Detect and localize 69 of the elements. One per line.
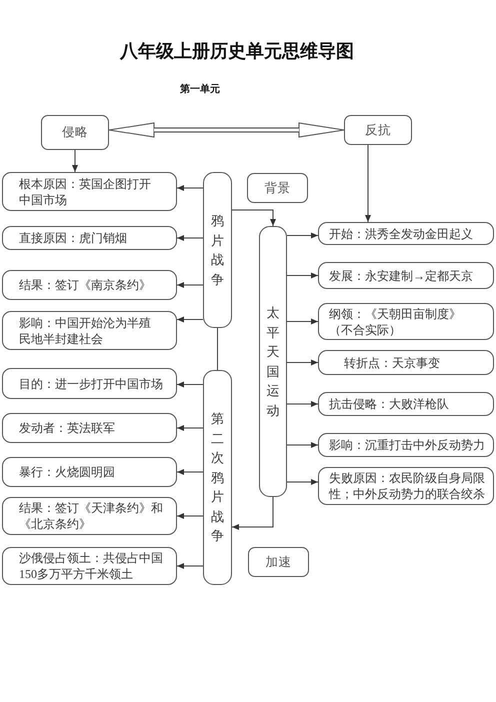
arrow [72,150,78,172]
arrow [176,425,204,431]
arrow [176,282,204,288]
note-text: 直接原因：虎门销烟 [19,230,128,246]
note-text: 影响：沉重打击中外反动势力 [329,437,486,453]
arrow [176,513,204,519]
pillar-box [203,172,232,328]
note-text: 结果：签订《天津条约》和《北京条约》 [19,500,164,532]
note-box [2,270,177,300]
tag-box [248,547,309,577]
tag-box [247,173,308,203]
arrow [176,469,204,475]
category-box [344,115,412,145]
note-text: 暴行：火烧圆明园 [19,464,116,480]
note-box [2,368,177,399]
arrow [286,318,318,324]
pillar-box [203,370,232,585]
note-box [2,497,177,535]
vertical-label: 第二次鸦片战争 [211,410,224,546]
note-text: 失败原因：农民阶级自身局限性；中外反动势力的联合绞杀 [329,470,486,502]
note-text: 纲领：《天朝田亩制度》（不合实际） [329,306,462,338]
arrow [286,232,318,238]
pillar-box [259,226,287,497]
tag-label: 背景 [264,180,290,196]
note-box [318,262,494,289]
note-text: 转折点：天京事变 [344,354,441,370]
note-box [318,433,494,457]
category-box [41,115,109,150]
arrow [176,235,204,241]
title: 八年级上册历史单元思维导图 [120,41,354,63]
category-label: 反抗 [365,122,391,138]
arrow [176,185,204,191]
arrow [286,479,318,485]
note-box [318,303,494,340]
note-box [2,413,177,443]
note-text: 开始：洪秀全发动金田起义 [329,226,474,242]
arrow [365,144,371,222]
arrow [176,563,204,569]
arrow [286,401,318,407]
note-text: 沙俄侵占领土：共侵占中国150多万平方千米领土 [19,550,164,582]
tag-label: 加速 [266,554,292,570]
note-text: 发展：永安建制→定都天京 [329,268,474,284]
connector-line [217,328,218,370]
note-text: 抗击侵略：大败洋枪队 [329,396,450,412]
arrow [232,496,274,530]
note-text: 根本原因：英国企图打开中国市场 [19,176,152,208]
note-box [318,350,494,375]
note-text: 目的：进一步打开中国市场 [19,376,164,392]
note-box [2,457,177,487]
note-box [318,222,494,245]
note-box [2,226,177,250]
vertical-label: 鸦片战争 [211,212,224,288]
note-box [2,311,177,350]
category-label: 侵略 [62,124,88,141]
note-box [318,467,494,505]
subtitle: 第一单元 [180,84,220,96]
arrow [286,272,318,278]
note-box [2,547,177,585]
arrow [286,360,318,366]
note-text: 结果：签订《南京条约》 [19,277,152,293]
arrow [232,210,276,226]
vertical-label: 太平天国运动 [266,304,280,420]
note-box [318,392,494,416]
note-text: 影响：中国开始沦为半殖民地半封建社会 [19,314,152,346]
arrow [286,442,318,448]
arrow [176,382,204,388]
note-box [2,172,177,211]
arrow [176,316,204,322]
note-text: 发动者：英法联军 [19,420,116,436]
